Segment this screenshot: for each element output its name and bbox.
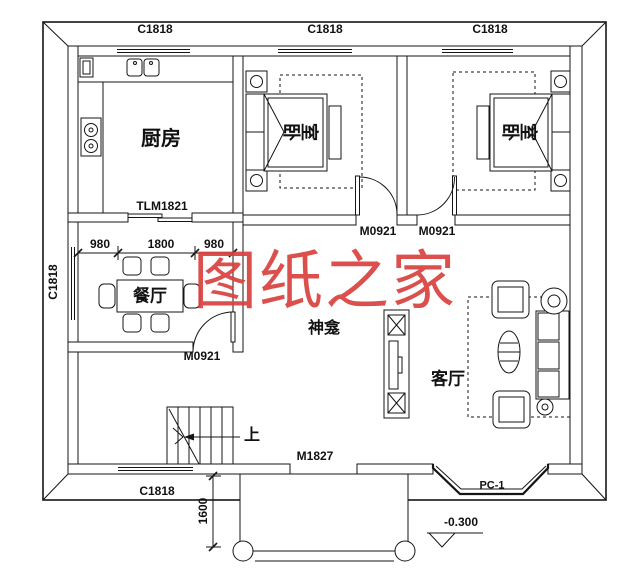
dining-door-label: M0921 xyxy=(183,349,221,363)
window-bottom xyxy=(118,463,193,475)
window-top-bedroom2 xyxy=(442,45,513,57)
dimension-porch xyxy=(206,471,221,552)
room-label-kitchen: 厨房 xyxy=(141,128,181,150)
elevation-marker xyxy=(427,532,483,548)
dining-table xyxy=(116,279,184,313)
armchair-bottom xyxy=(492,390,531,429)
kitchen-sink xyxy=(126,58,160,77)
interior-walls xyxy=(67,55,571,353)
dimension-dining xyxy=(73,246,238,260)
windows xyxy=(67,45,513,475)
window-label-left: C1818 xyxy=(46,264,60,300)
kitchen-stove xyxy=(80,117,102,157)
window-label-bottom: C1818 xyxy=(139,484,175,498)
tv-cabinet xyxy=(383,309,410,419)
dining-door xyxy=(192,311,236,353)
porch-column-right xyxy=(394,540,416,562)
window-top-bedroom1 xyxy=(278,45,352,57)
stairs-up-arrow xyxy=(184,433,194,441)
bedroom2-door xyxy=(416,175,457,216)
dim-porch-depth: 1600 xyxy=(196,497,210,525)
bedroom2-bed xyxy=(489,93,553,172)
kitchen-sliding-door xyxy=(127,213,193,222)
room-label-bedroom1: 卧室 xyxy=(281,123,319,141)
entry-door-label: M1827 xyxy=(296,449,334,463)
dim-dining-left: 980 xyxy=(89,237,111,251)
bedroom1-bed xyxy=(263,93,328,172)
bedroom1-door-label: M0921 xyxy=(359,224,397,238)
armchair-top xyxy=(491,280,530,319)
sliding-door-label: TLM1821 xyxy=(136,199,188,213)
porch-column-left xyxy=(232,540,254,562)
bedroom2-door-label: M0921 xyxy=(418,224,456,238)
bedroom1-door xyxy=(355,175,398,216)
room-label-dining: 餐厅 xyxy=(133,286,167,306)
dim-dining-right: 980 xyxy=(203,237,225,251)
living-room-furniture xyxy=(467,280,571,429)
dim-dining-mid: 1800 xyxy=(147,237,175,251)
elevation-value: -0.300 xyxy=(443,515,479,529)
dining-set xyxy=(98,256,201,333)
bay-window xyxy=(431,464,550,496)
bedroom1-furniture xyxy=(245,70,363,192)
room-label-shrine: 神龛 xyxy=(307,320,341,337)
window-left xyxy=(67,247,79,320)
bedroom2-furniture xyxy=(452,70,571,192)
room-label-bedroom2: 卧室 xyxy=(500,123,538,141)
stairs xyxy=(166,406,240,465)
bedroom1-rug xyxy=(279,74,363,189)
window-label-top-bedroom1: C1818 xyxy=(307,22,343,36)
kitchen-fixtures xyxy=(77,55,234,214)
window-top-kitchen xyxy=(117,45,190,57)
entry-porch xyxy=(232,473,416,562)
window-label-top-kitchen: C1818 xyxy=(137,22,173,36)
window-label-top-bedroom2: C1818 xyxy=(472,22,508,36)
stairs-up-label: 上 xyxy=(243,427,261,444)
sofa xyxy=(535,310,570,400)
room-label-living: 客厅 xyxy=(431,369,465,389)
bay-window-label: PC-1 xyxy=(479,479,505,492)
plant xyxy=(540,287,568,315)
